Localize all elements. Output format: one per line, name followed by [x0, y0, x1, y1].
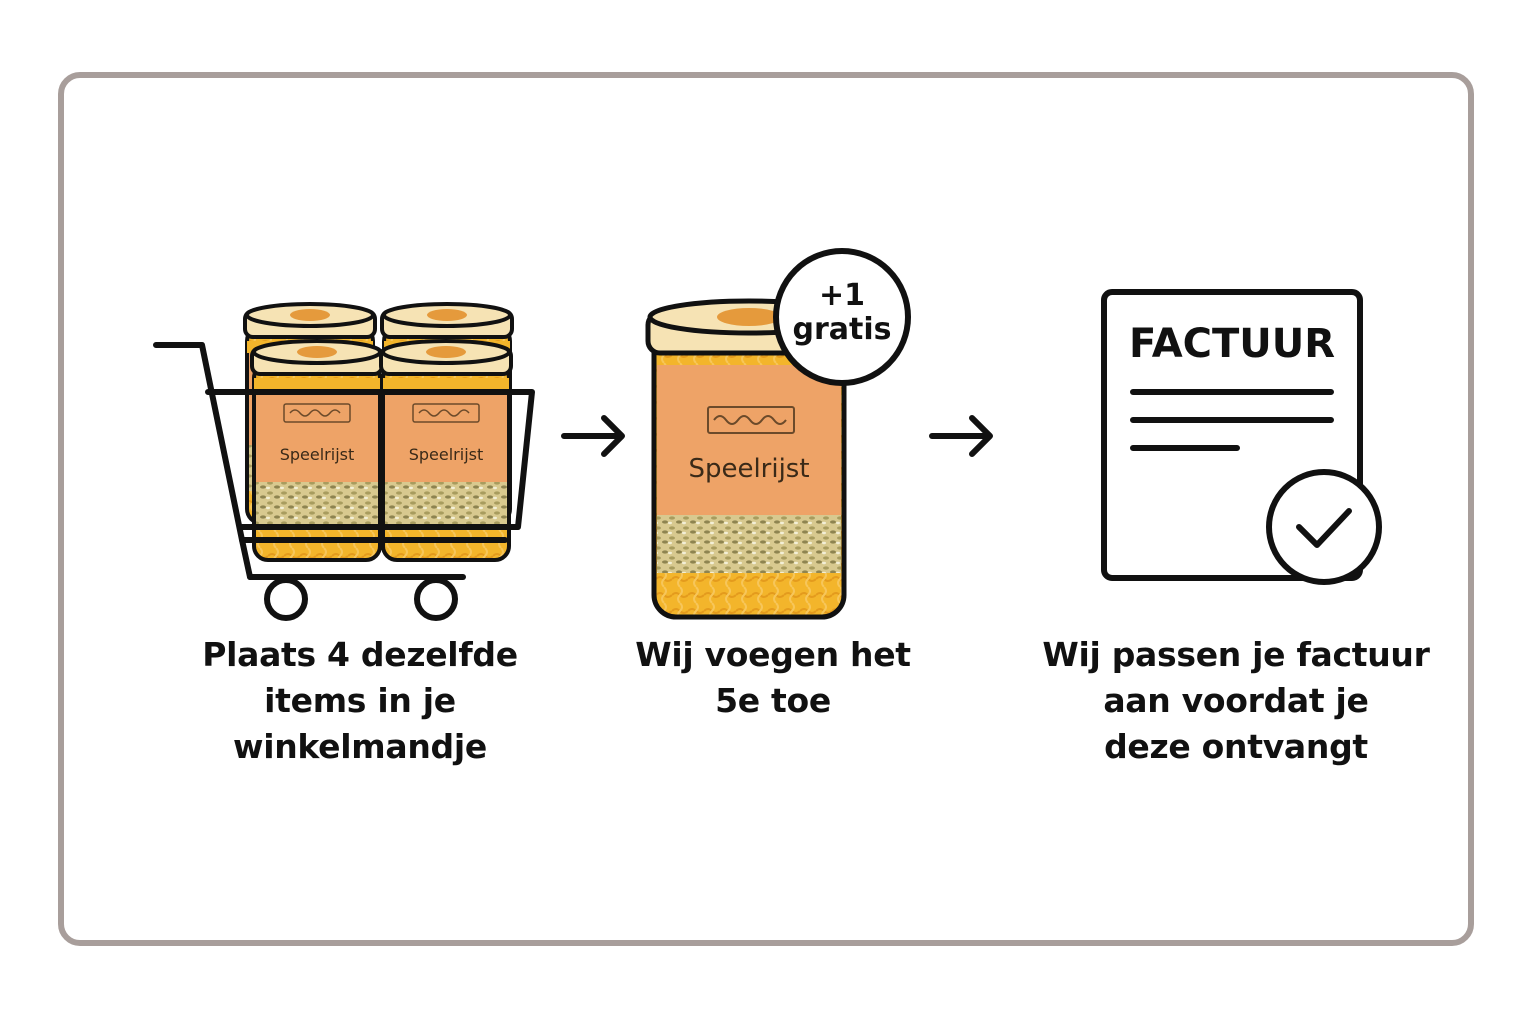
jar-label: Speelrijst	[409, 445, 484, 464]
badge-plus-one: +1	[819, 278, 865, 313]
caption-line: 5e toe	[715, 681, 831, 720]
caption-line: winkelmandje	[233, 727, 487, 766]
step-1-caption: Plaats 4 dezelfde items in je winkelmand…	[170, 632, 550, 770]
cart-with-jars-illustration: Speelrijst Speelrijst	[153, 302, 535, 621]
jar-icon: Speelrijst	[379, 339, 513, 562]
invoice-title: FACTUUR	[1129, 321, 1335, 367]
caption-line: deze ontvangt	[1104, 727, 1368, 766]
jar-label: Speelrijst	[688, 454, 809, 484]
step-3-caption: Wij passen je factuur aan voordat je dez…	[1030, 632, 1442, 770]
caption-line: Plaats 4 dezelfde	[202, 635, 518, 674]
jar-icon: Speelrijst	[250, 339, 384, 562]
checkmark-icon	[1266, 469, 1382, 585]
caption-line: Wij passen je factuur	[1042, 635, 1430, 674]
single-jar-illustration: Speelrijst +1 gratis	[645, 248, 911, 620]
badge-gratis: gratis	[793, 312, 892, 347]
invoice-illustration: FACTUUR	[1101, 289, 1382, 585]
invoice-document-icon: FACTUUR	[1101, 289, 1363, 581]
caption-line: items in je	[264, 681, 456, 720]
caption-line: Wij voegen het	[635, 635, 911, 674]
shopping-cart-icon	[153, 342, 535, 621]
arrow-right-icon	[929, 415, 993, 457]
arrow-right-icon	[561, 415, 625, 457]
free-item-badge: +1 gratis	[773, 248, 911, 386]
jar-label: Speelrijst	[280, 445, 355, 464]
step-2-caption: Wij voegen het 5e toe	[600, 632, 946, 724]
caption-line: aan voordat je	[1103, 681, 1369, 720]
